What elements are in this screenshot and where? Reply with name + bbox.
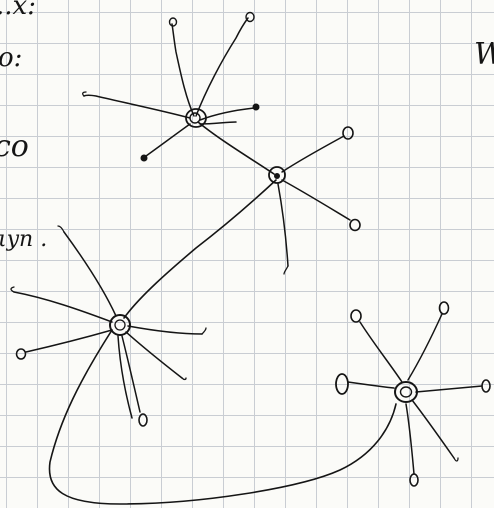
ray <box>117 335 133 419</box>
node-tick <box>181 377 187 381</box>
ray <box>145 123 191 157</box>
hub-ring-inner <box>114 319 126 331</box>
scribble-5: W <box>474 37 494 72</box>
node-tick <box>82 91 87 97</box>
edge-middleleft-bottomright <box>48 329 397 505</box>
hub-top-right <box>268 126 361 275</box>
hub-bottom-right <box>335 301 491 487</box>
node-open <box>350 309 362 323</box>
hub-ring <box>109 314 131 336</box>
node-open <box>245 11 255 23</box>
ray <box>407 313 443 381</box>
ray <box>13 291 113 323</box>
node-open <box>481 379 491 393</box>
node-tick <box>201 327 207 335</box>
node-open <box>168 17 178 27</box>
edge-topleft-topright <box>197 121 275 175</box>
hub-core <box>274 173 280 179</box>
hub-ring-inner <box>189 112 201 124</box>
ray <box>127 325 203 335</box>
ray <box>125 331 183 379</box>
ray <box>63 231 117 317</box>
node-open <box>342 126 354 140</box>
hub-ring-inner <box>399 386 413 398</box>
node-open <box>349 218 361 232</box>
node-open <box>335 373 349 395</box>
scribble-3: co <box>0 129 29 164</box>
ray <box>281 179 351 221</box>
ray <box>195 17 249 117</box>
ray <box>405 403 415 475</box>
node-open <box>138 413 148 427</box>
ray <box>199 107 255 121</box>
node-filled <box>252 103 260 111</box>
hub-ring <box>268 166 286 184</box>
node-filled <box>140 154 148 162</box>
ray <box>171 23 195 117</box>
hub-middle-left <box>10 225 207 427</box>
node-tick <box>453 457 459 462</box>
hub-ring <box>394 381 418 403</box>
ray <box>359 321 403 383</box>
ray <box>277 183 289 267</box>
ray <box>411 399 455 459</box>
ray <box>415 385 483 393</box>
ray <box>281 135 345 173</box>
hub-top-left <box>82 11 260 162</box>
ray <box>121 335 141 413</box>
ray <box>83 94 191 119</box>
scribble-2: o: <box>0 43 22 73</box>
node-tick <box>10 286 15 293</box>
hub-ring <box>185 108 207 128</box>
edge-topright-middleleft <box>123 179 277 319</box>
scribble-1: ..x: <box>0 0 36 21</box>
connections <box>48 121 397 505</box>
node-open <box>15 348 27 360</box>
ray <box>25 329 113 353</box>
node-open <box>438 301 450 315</box>
node-tick <box>283 265 289 275</box>
ray <box>347 381 395 389</box>
node-open <box>409 473 419 487</box>
scribble-4: ιyn . <box>0 227 47 252</box>
node-tick <box>57 225 65 233</box>
